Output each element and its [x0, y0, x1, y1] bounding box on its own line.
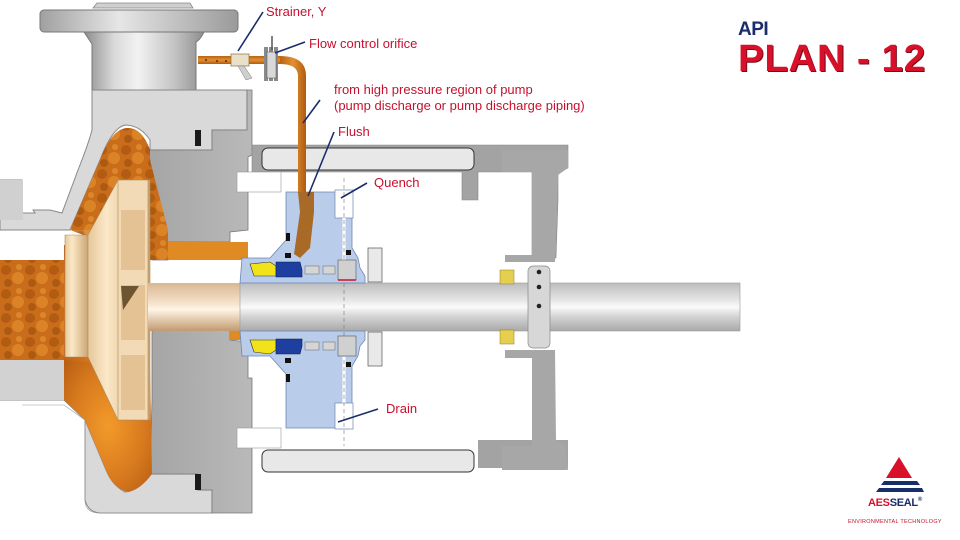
- flow-control-orifice: [264, 36, 278, 81]
- label-strainer: Strainer, Y: [266, 4, 327, 19]
- back-plate: [147, 89, 253, 514]
- seal-gland: [239, 178, 383, 446]
- label-quench: Quench: [374, 175, 420, 190]
- leader-quench: [340, 182, 368, 199]
- leader-flush: [307, 131, 335, 197]
- label-flow-control-orifice: Flow control orifice: [309, 36, 418, 51]
- bearing-isolator: [499, 265, 551, 349]
- leader-source: [302, 99, 321, 124]
- discharge-flange: [39, 2, 239, 91]
- aesseal-logo-wordmark: AESSEAL®: [868, 497, 922, 509]
- title-prefix: API: [738, 19, 769, 40]
- leader-lines: [237, 11, 379, 423]
- logo-tagline: ENVIRONMENTAL TECHNOLOGY: [848, 519, 942, 525]
- logo-brand-seal: SEAL: [889, 497, 918, 509]
- title-main: PLAN - 12: [738, 38, 926, 80]
- pump-shaft: [148, 282, 741, 332]
- label-source-line1: from high pressure region of pump: [334, 82, 533, 97]
- logo-registered: ®: [917, 497, 922, 503]
- flush-piping: [198, 36, 306, 192]
- impeller: [64, 179, 151, 421]
- logo-brand-aes: AES: [868, 497, 890, 509]
- label-flush: Flush: [338, 124, 370, 139]
- y-strainer: [230, 53, 253, 81]
- bearing-bracket: [236, 144, 569, 473]
- label-source-line2: (pump discharge or pump discharge piping…: [334, 98, 585, 113]
- leader-strainer: [237, 11, 264, 52]
- leader-orifice: [274, 41, 306, 54]
- aesseal-logo-mark: [876, 457, 924, 492]
- label-drain: Drain: [386, 401, 418, 416]
- leader-drain: [337, 408, 379, 423]
